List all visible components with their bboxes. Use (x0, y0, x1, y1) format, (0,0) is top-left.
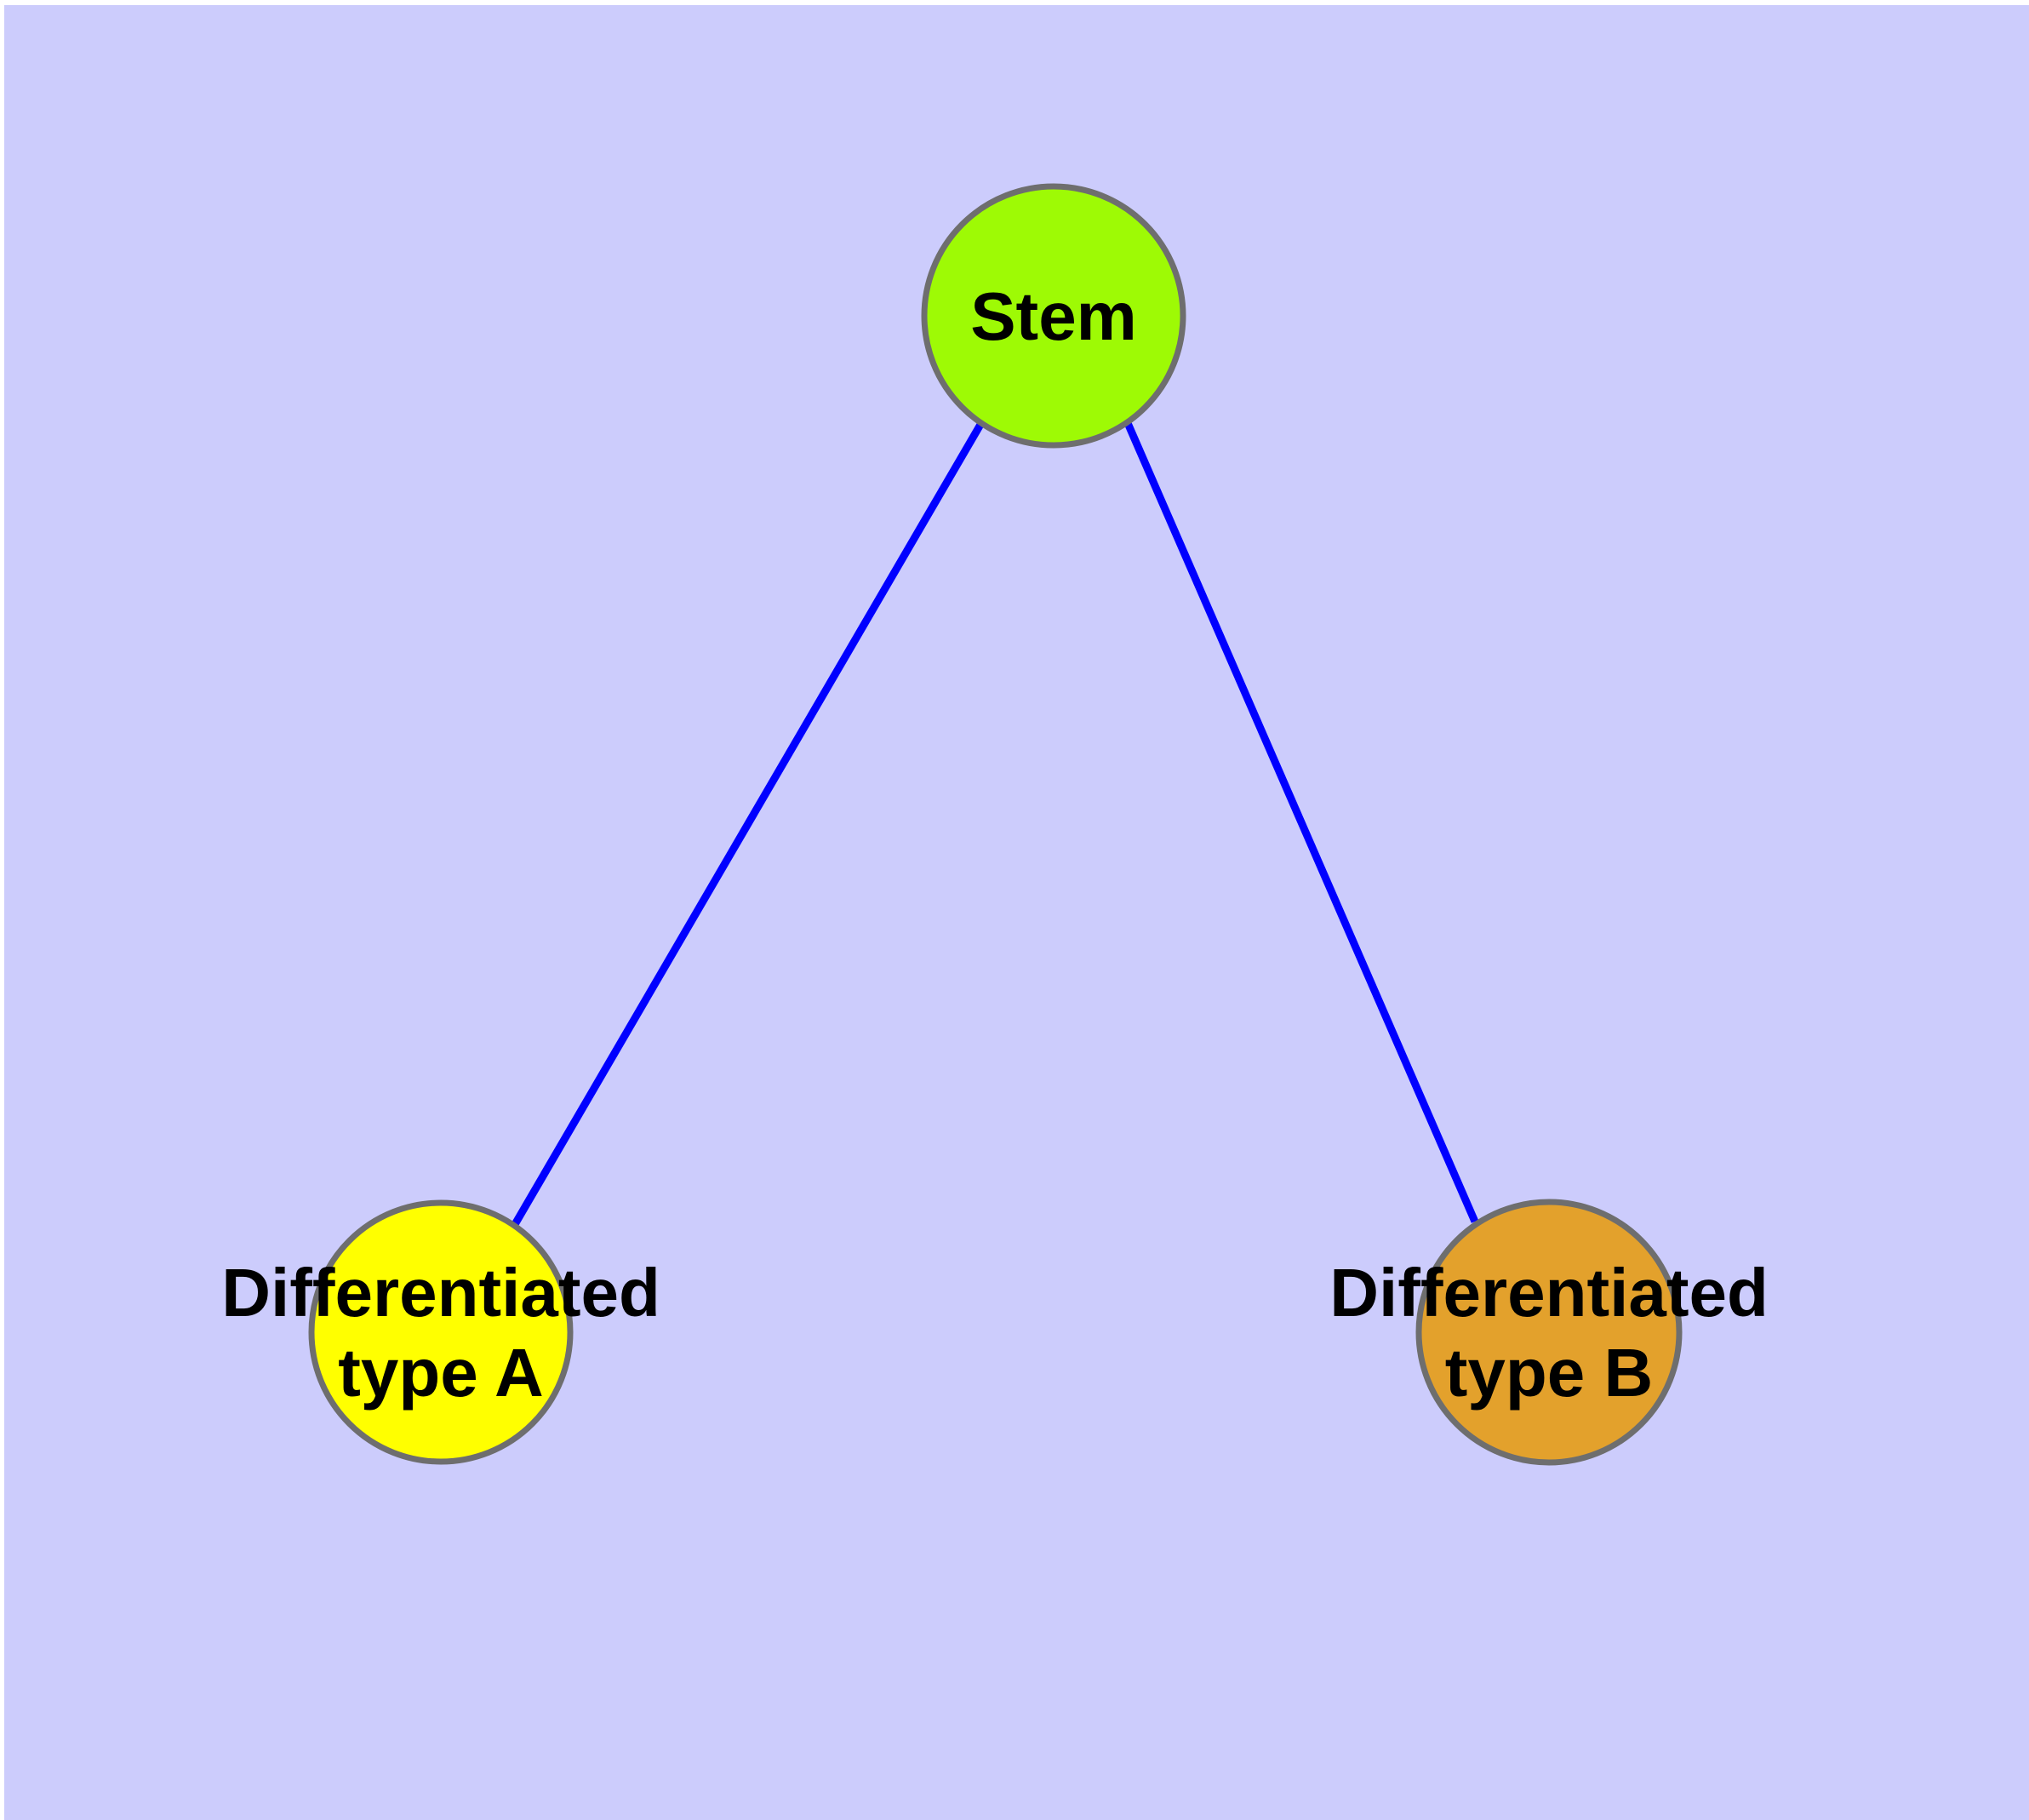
label-layer: Stem Differentiated type A Differentiate… (221, 278, 1769, 1411)
diagram-plot-area: Stem Differentiated type A Differentiate… (4, 5, 2029, 1820)
node-differentiated-type-a-circle[interactable] (308, 1199, 574, 1465)
node-differentiated-type-b-label-line-2: type B (1445, 1335, 1654, 1411)
node-differentiated-type-b[interactable] (1415, 1199, 1683, 1466)
node-differentiated-type-b-label-line-1: Differentiated (1329, 1255, 1769, 1331)
node-stem-circle[interactable] (921, 183, 1186, 449)
node-differentiated-type-a[interactable] (308, 1199, 574, 1465)
node-link-graph: Stem Differentiated type A Differentiate… (221, 183, 1769, 1466)
node-differentiated-type-a-label-line-1: Differentiated (221, 1255, 660, 1331)
node-differentiated-type-a-label-line-2: type A (338, 1335, 544, 1411)
edge-stem-to-differentiated-type-b[interactable] (1123, 421, 1479, 1223)
node-layer (308, 183, 1683, 1466)
edge-stem-to-differentiated-type-a[interactable] (511, 421, 985, 1228)
node-stem[interactable] (921, 183, 1186, 449)
node-differentiated-type-b-circle[interactable] (1415, 1199, 1683, 1466)
edge-layer (511, 421, 1479, 1228)
node-stem-label: Stem (970, 278, 1137, 354)
